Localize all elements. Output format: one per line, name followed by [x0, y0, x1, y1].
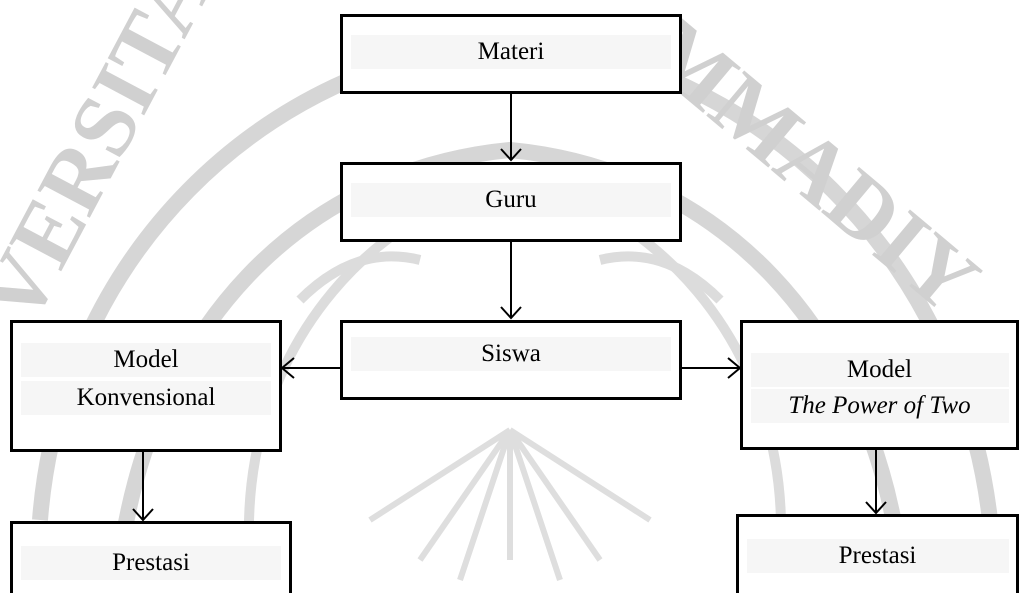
node-guru: Guru [340, 162, 682, 242]
node-prestasi-left-label: Prestasi [21, 546, 281, 580]
node-materi: Materi [340, 14, 682, 94]
node-model-power-of-two-line1: Model [750, 353, 1009, 387]
node-model-konvensional: Model Konvensional [10, 320, 282, 452]
node-prestasi-right-label: Prestasi [746, 539, 1009, 573]
node-prestasi-left: Prestasi [10, 521, 292, 593]
node-materi-label: Materi [351, 35, 671, 69]
node-prestasi-right: Prestasi [736, 514, 1019, 593]
node-siswa: Siswa [340, 320, 682, 400]
node-model-konvensional-line1: Model [21, 343, 271, 377]
node-model-konvensional-line2: Konvensional [21, 381, 271, 415]
node-guru-label: Guru [351, 183, 671, 217]
arrowhead-guru [500, 148, 522, 162]
node-model-power-of-two-line2: The Power of Two [750, 389, 1009, 423]
arrowhead-siswa [500, 306, 522, 320]
arrowhead-prestasi-left [132, 508, 154, 522]
node-model-power-of-two: Model The Power of Two [740, 320, 1019, 450]
arrowhead-model-konvensional [280, 357, 295, 379]
node-siswa-label: Siswa [351, 337, 671, 371]
arrowhead-prestasi-right [865, 501, 887, 515]
